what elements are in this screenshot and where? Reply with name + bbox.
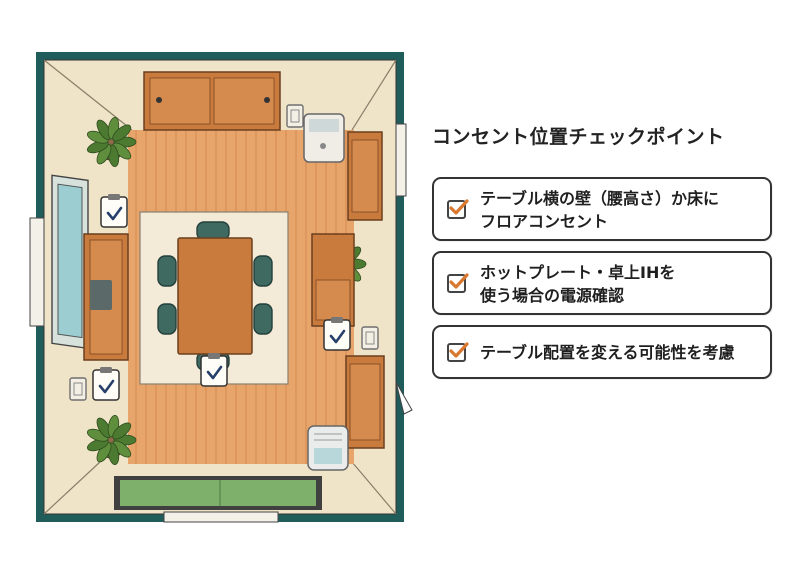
entrance-mat [114, 476, 322, 510]
check-icon [449, 342, 469, 358]
wall-outlet-top [286, 104, 304, 128]
checklist-card-3: テーブル配置を変える可能性を考慮 [432, 325, 772, 379]
right-cabinet [311, 233, 355, 327]
check-icon [98, 379, 115, 394]
plant-leaf [112, 422, 132, 440]
checklist-card-2: ホットプレート・卓上IHを 使う場合の電源確認 [432, 251, 772, 315]
dining-chair [253, 303, 273, 335]
wall-outlet-right [361, 326, 379, 350]
checklist-item-line: 使う場合の電源確認 [480, 286, 625, 305]
clipboard-icon [323, 319, 351, 351]
clipboard-clip [108, 194, 120, 200]
clipboard-icon [100, 196, 128, 228]
dining-chair [157, 255, 177, 287]
checkbox-icon [447, 199, 469, 219]
checklist-item-line: ホットプレート・卓上IHを [480, 263, 676, 282]
checkbox-icon [447, 342, 469, 362]
plant-leaf [112, 124, 132, 142]
dining-chair [157, 303, 177, 335]
checkpoint-markers [92, 194, 351, 401]
clipboard-clip [331, 317, 343, 323]
check-icon [449, 273, 469, 289]
clipboard-clip [100, 367, 112, 373]
checklist-item-line: テーブル配置を変える可能性を考慮 [480, 343, 735, 362]
bottom-window [163, 511, 279, 523]
potted-plant-bottom-left [86, 414, 137, 466]
right-door [347, 123, 407, 221]
check-icon [106, 206, 123, 221]
checkpoint-marker [92, 367, 120, 401]
dining-chair [253, 255, 273, 287]
clipboard-clip [208, 353, 220, 359]
checklist-card-1: テーブル横の壁（腰高さ）か床に フロアコンセント [432, 177, 772, 241]
clipboard-icon [200, 355, 228, 387]
checkpoint-marker [200, 353, 228, 387]
wall-outlet-left [69, 377, 87, 401]
checklist-title: コンセント位置チェックポイント [432, 126, 725, 148]
dining-table [177, 237, 253, 355]
check-icon [449, 199, 469, 215]
air-purifier-top [303, 113, 345, 163]
perspective-lines [43, 59, 397, 515]
room-floor-plan [29, 52, 413, 523]
right-lower-door [345, 355, 413, 449]
checkpoint-marker [100, 194, 128, 228]
check-icon [329, 329, 346, 344]
checklist-item-line: テーブル横の壁（腰高さ）か床に [480, 189, 720, 208]
check-icon [206, 365, 223, 380]
checkpoint-marker [323, 317, 351, 351]
left-sideboard [83, 233, 129, 361]
double-door [143, 71, 281, 131]
humidifier-bottom-right [307, 425, 349, 471]
potted-plant-top-left [86, 116, 137, 168]
clipboard-icon [92, 369, 120, 401]
checkbox-icon [447, 273, 469, 293]
checklist-item-line: フロアコンセント [480, 212, 609, 231]
